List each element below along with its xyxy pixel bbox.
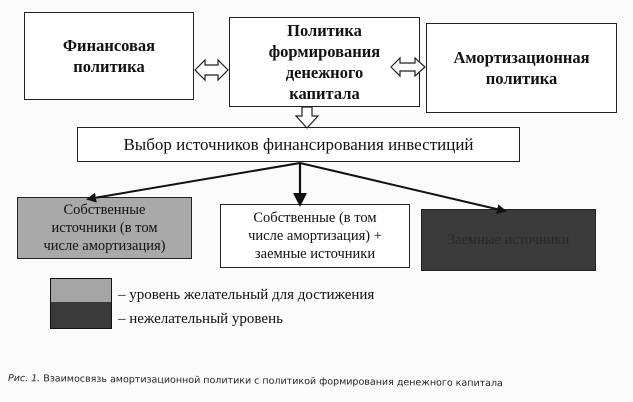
- own-sources-line: источники (в том: [51, 220, 158, 236]
- mixed-sources-line: Собственные (в том: [253, 210, 377, 226]
- legend-swatch-undesirable: [50, 302, 112, 329]
- arrow-to-borrowed-sources: [299, 162, 507, 215]
- amortization-policy-line: политика: [485, 69, 558, 88]
- legend-undesirable-label: – нежелательный уровень: [118, 311, 283, 327]
- financial-policy-line: Финансовая: [62, 36, 156, 55]
- arrow-to-own-sources: [86, 162, 301, 203]
- double-arrow-right: [390, 56, 426, 78]
- legend-desirable-label: – уровень желательный для достижения: [118, 287, 375, 303]
- amortization-policy-box: Амортизационная политика: [426, 23, 617, 113]
- capital-policy-line: Политика: [287, 21, 362, 40]
- financial-policy-box: Финансовая политика: [24, 12, 194, 100]
- amortization-policy-line: Амортизационная: [453, 48, 590, 67]
- own-sources-line: числе амортизация): [43, 238, 166, 254]
- mixed-sources-line: заемные источники: [254, 246, 376, 262]
- mixed-sources-box: Собственные (в том числе амортизация) + …: [220, 204, 410, 268]
- source-choice-box: Выбор источников финансирования инвестиц…: [77, 127, 520, 162]
- borrowed-sources-box: Заемные источники: [421, 209, 596, 271]
- source-choice-label: Выбор источников финансирования инвестиц…: [123, 134, 474, 154]
- capital-policy-line: формирования: [268, 42, 381, 61]
- own-sources-box: Собственные источники (в том числе аморт…: [17, 197, 192, 259]
- own-sources-line: Собственные: [63, 202, 146, 218]
- capital-policy-line: капитала: [289, 84, 360, 103]
- capital-policy-line: денежного: [285, 63, 364, 82]
- down-arrow: [294, 106, 320, 129]
- figure-caption-label: Рис. 1.: [7, 373, 41, 385]
- double-arrow-left: [194, 58, 229, 82]
- financial-policy-line: политика: [73, 57, 145, 76]
- mixed-sources-line: числе амортизация) +: [248, 228, 382, 244]
- legend-swatch-desirable: [50, 278, 112, 304]
- borrowed-sources-label: Заемные источники: [447, 231, 570, 248]
